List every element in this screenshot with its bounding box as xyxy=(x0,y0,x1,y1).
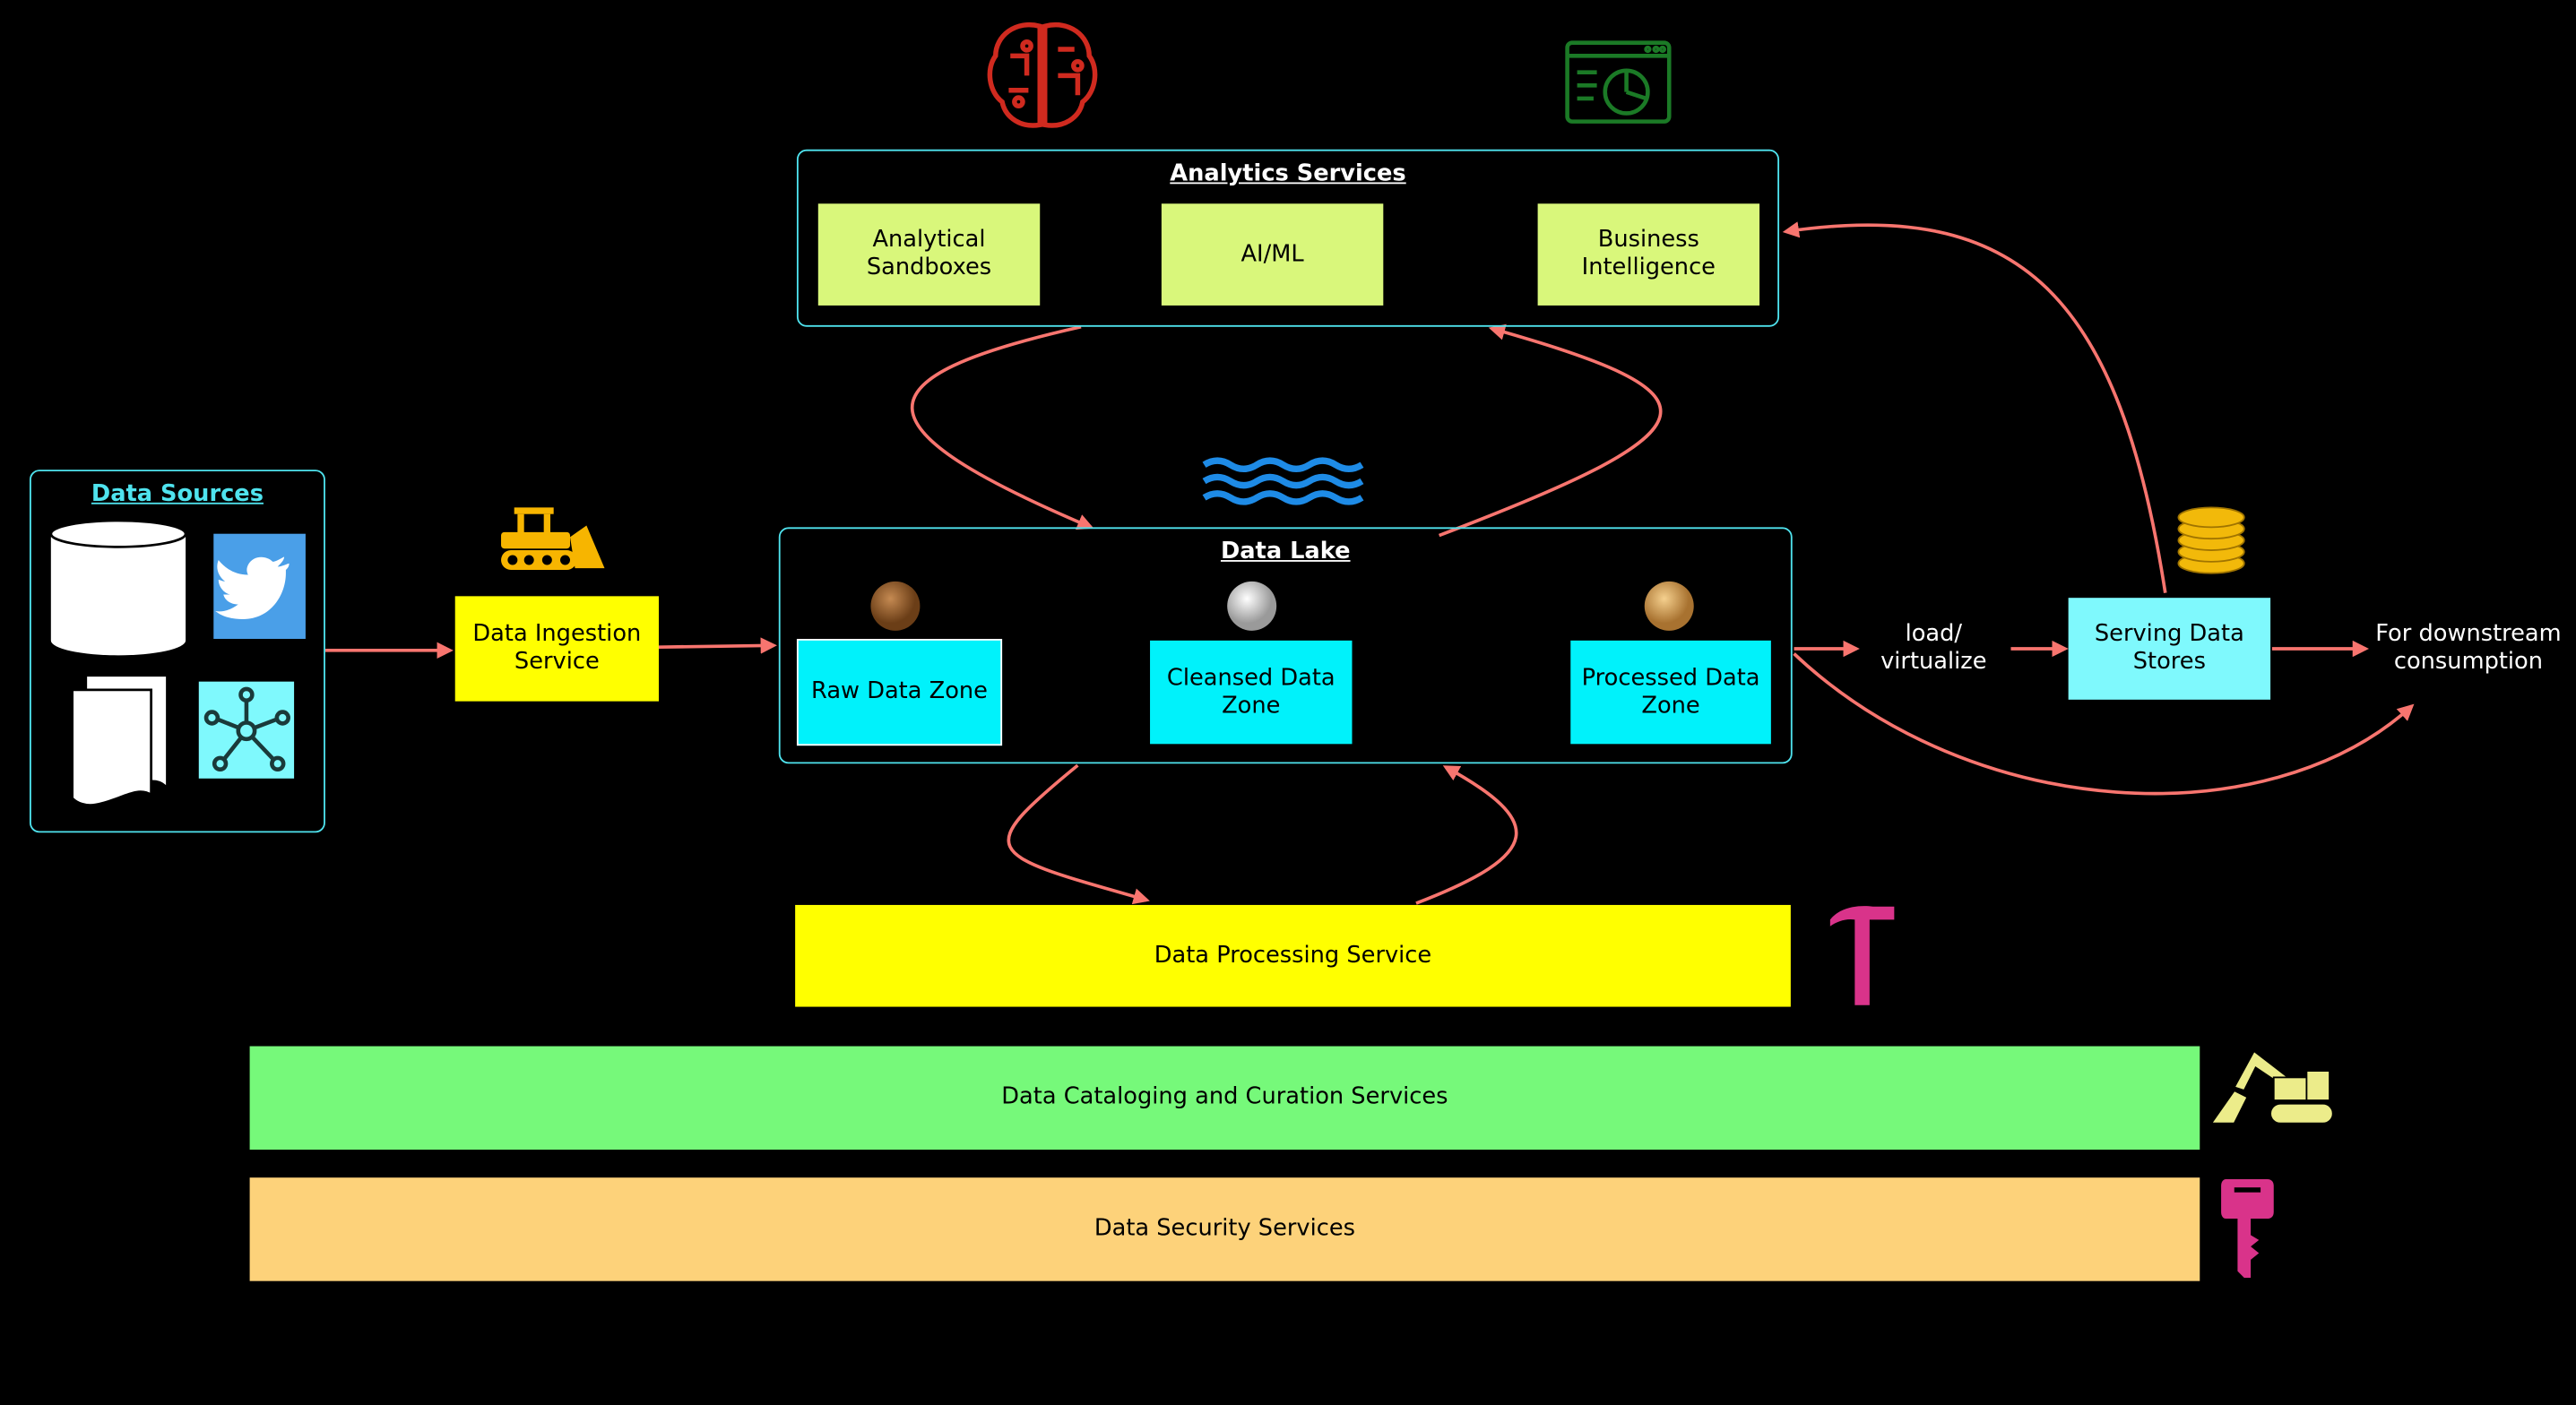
arrow-lake-to-downstream xyxy=(1793,652,2415,796)
arrow-lake-to-analytics xyxy=(1438,323,1663,538)
arrow-processing-to-lake xyxy=(1415,765,1518,905)
cleansed-data-zone-box[interactable]: Cleansed Data Zone xyxy=(1150,640,1353,745)
data-cataloging-curation-bar[interactable]: Data Cataloging and Curation Services xyxy=(249,1046,2200,1151)
raw-zone-dot xyxy=(870,581,921,631)
data-security-services-bar[interactable]: Data Security Services xyxy=(249,1177,2200,1281)
downstream-consumption-label: For downstream consumption xyxy=(2375,620,2562,676)
processed-data-zone-box[interactable]: Processed Data Zone xyxy=(1570,640,1771,745)
load-virtualize-label: load/ virtualize xyxy=(1880,620,1987,676)
arrow-analytics-serving xyxy=(1782,221,2167,593)
ai-ml-box[interactable]: AI/ML xyxy=(1161,203,1384,306)
data-ingestion-service-box[interactable]: Data Ingestion Service xyxy=(454,596,659,702)
cleansed-zone-dot xyxy=(1227,581,1277,631)
processed-zone-dot xyxy=(1644,581,1694,631)
business-intelligence-box[interactable]: Business Intelligence xyxy=(1537,203,1760,306)
arrow-ingestion-to-lake xyxy=(658,637,777,654)
arrow-lake-to-processing xyxy=(1007,763,1150,905)
analytics-services-title: Analytics Services xyxy=(1170,160,1406,187)
data-processing-service-bar[interactable]: Data Processing Service xyxy=(795,904,1791,1007)
data-lake-title: Data Lake xyxy=(1220,539,1351,565)
raw-data-zone-box[interactable]: Raw Data Zone xyxy=(796,639,1003,746)
analytical-sandboxes-box[interactable]: Analytical Sandboxes xyxy=(817,203,1041,306)
data-sources-group: Data Sources xyxy=(29,470,325,833)
analytics-services-group: Analytics Services xyxy=(796,149,1780,327)
arrow-analytics-to-lake xyxy=(911,324,1094,530)
serving-data-stores-box[interactable]: Serving Data Stores xyxy=(2068,598,2271,700)
data-lake-group: Data Lake xyxy=(778,527,1793,764)
data-sources-title: Data Sources xyxy=(91,481,264,508)
